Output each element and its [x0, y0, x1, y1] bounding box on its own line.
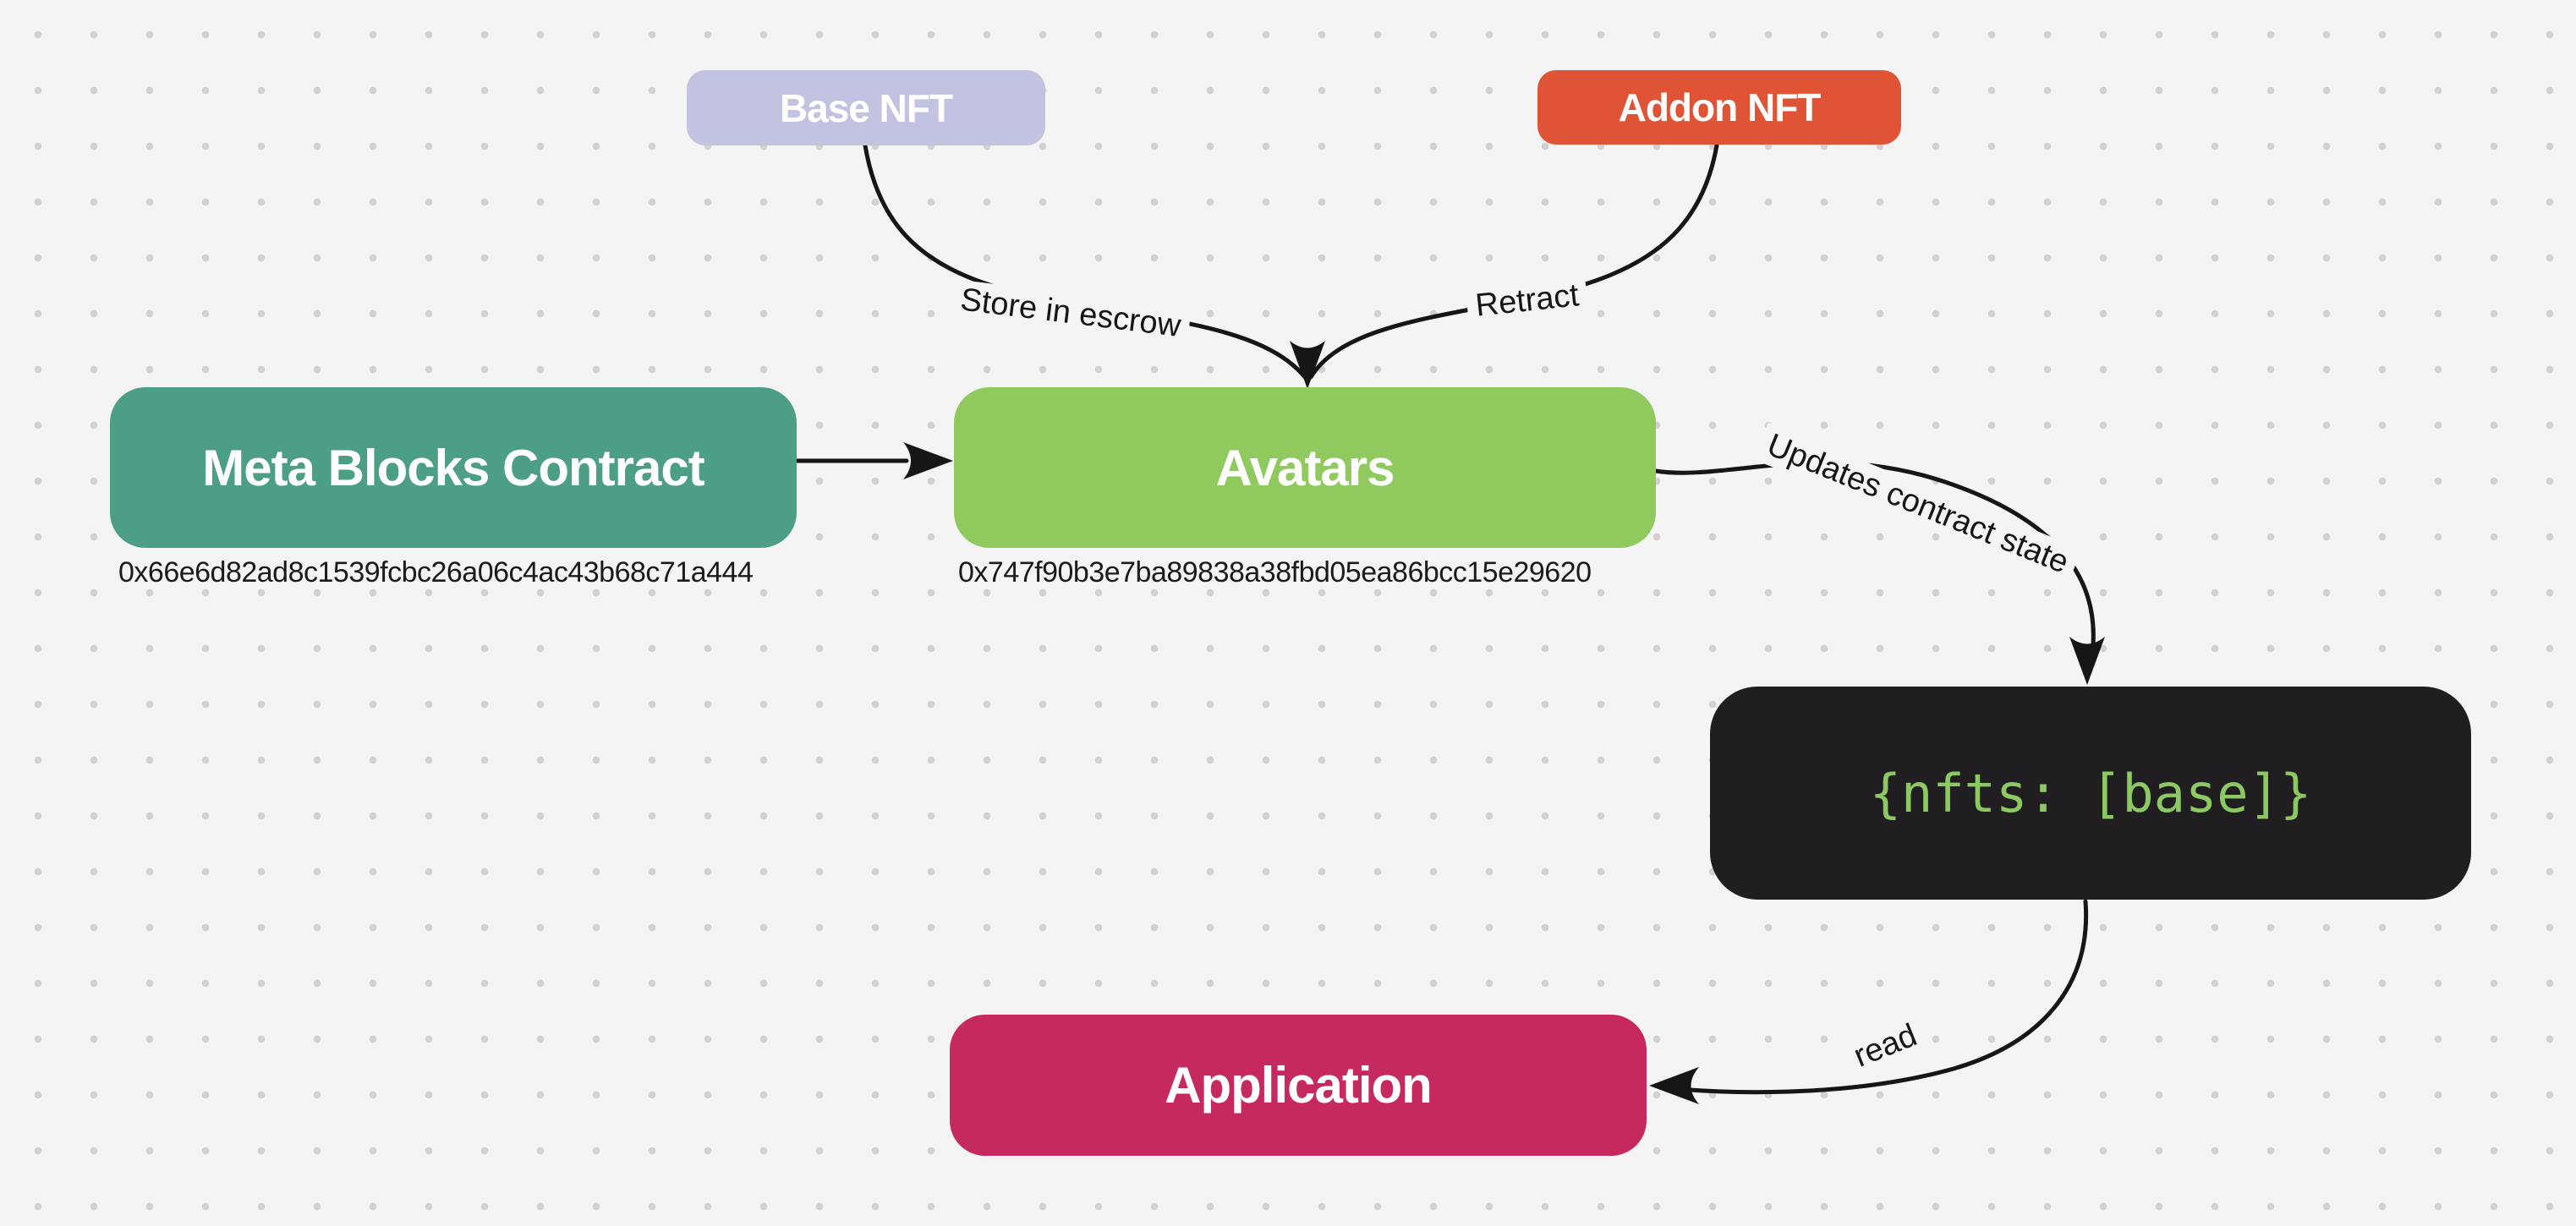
node-meta-blocks-contract-label: Meta Blocks Contract [202, 439, 704, 496]
arrowhead-avatars-left [903, 442, 953, 479]
arrowhead-state-top [2069, 637, 2105, 685]
edge-state-to-application [1658, 899, 2089, 1095]
node-application[interactable]: Application [950, 1015, 1647, 1156]
edge-base-to-avatars [863, 143, 1307, 380]
node-contract-state-code: {nfts: [base]} [1869, 762, 2312, 824]
node-addon-nft-label: Addon NFT [1618, 85, 1822, 129]
node-meta-blocks-contract[interactable]: Meta Blocks Contract [110, 387, 797, 548]
avatars-address: 0x747f90b3e7ba89838a38fbd05ea86bcc15e296… [958, 556, 1592, 588]
arrowhead-application-right [1649, 1067, 1699, 1104]
node-avatars[interactable]: Avatars [954, 387, 1656, 548]
edge-avatars-to-state [1653, 460, 2096, 676]
edge-addon-to-avatars [1308, 143, 1719, 380]
node-application-label: Application [1165, 1057, 1433, 1114]
arrowhead-avatars-top [1290, 341, 1325, 389]
node-base-nft[interactable]: Base NFT [687, 70, 1045, 145]
node-addon-nft[interactable]: Addon NFT [1537, 70, 1901, 145]
meta-blocks-contract-address: 0x66e6d82ad8c1539fcbc26a06c4ac43b68c71a4… [118, 556, 754, 588]
node-base-nft-label: Base NFT [779, 85, 953, 130]
node-contract-state[interactable]: {nfts: [base]} [1710, 687, 2471, 900]
node-avatars-label: Avatars [1215, 439, 1395, 496]
